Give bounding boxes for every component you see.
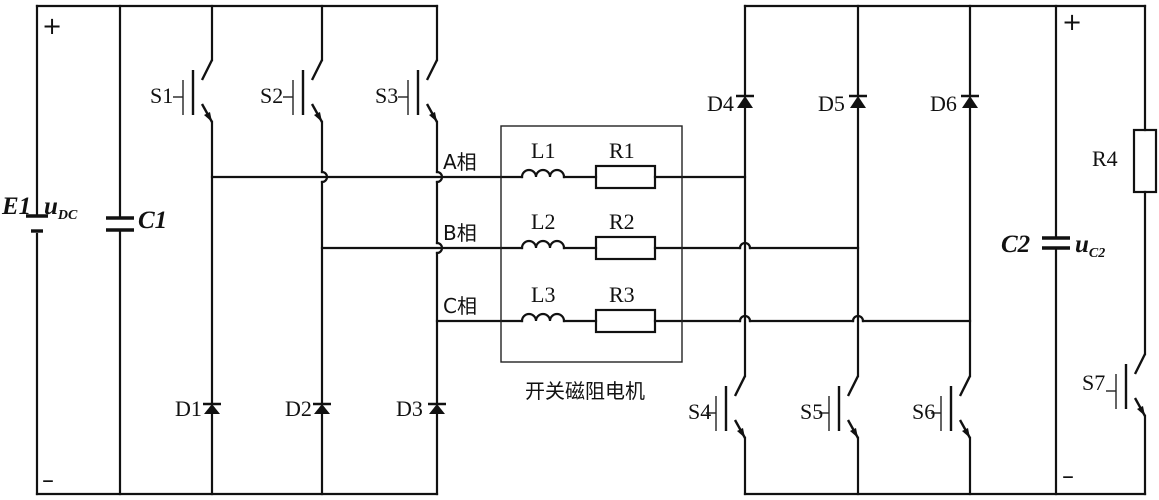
inductor-l3-label: L3 bbox=[531, 282, 555, 307]
output-voltage: uC2 bbox=[1075, 231, 1105, 261]
switch-s3-label: S3 bbox=[375, 83, 398, 108]
capacitor-c1 bbox=[106, 4, 134, 496]
resistor-r4 bbox=[1132, 128, 1158, 194]
phase-a-line bbox=[210, 164, 747, 190]
switch-s1-label: S1 bbox=[150, 83, 173, 108]
capacitor-c2-label: C2 bbox=[1001, 231, 1030, 258]
resistor-r1-label: R1 bbox=[609, 138, 635, 163]
capacitor-c1-label: C1 bbox=[138, 207, 167, 234]
source-voltage: uDC bbox=[44, 193, 78, 223]
phase-c-line bbox=[435, 308, 972, 334]
diode-d4-label: D4 bbox=[707, 91, 734, 116]
load-branch bbox=[1106, 4, 1158, 496]
output-plus-sign: + bbox=[1062, 8, 1082, 36]
phase-b-line bbox=[320, 235, 860, 261]
switch-s6-label: S6 bbox=[912, 399, 935, 424]
motor-label: 开关磁阻电机 bbox=[525, 379, 645, 403]
diode-d6-label: D6 bbox=[930, 91, 957, 116]
source-name: E1 bbox=[1, 193, 31, 220]
diode-d3-label: D3 bbox=[396, 396, 423, 421]
leg-4 bbox=[706, 4, 754, 496]
resistor-r4-label: R4 bbox=[1092, 146, 1118, 171]
diode-d2-label: D2 bbox=[285, 396, 312, 421]
phase-c-label: C相 bbox=[443, 294, 477, 318]
source-minus-sign: – bbox=[42, 466, 54, 494]
labels: + – E1 uDC C1 S1 S2 S3 D1 D2 D3 A相 B相 C相… bbox=[1, 8, 1118, 494]
leg-5 bbox=[819, 4, 867, 496]
dc-source-e1 bbox=[26, 4, 48, 496]
left-converter bbox=[26, 4, 446, 496]
leg-6 bbox=[931, 4, 979, 496]
right-converter bbox=[706, 4, 1158, 496]
source-plus-sign: + bbox=[42, 12, 62, 40]
capacitor-c2 bbox=[1042, 4, 1070, 496]
switch-s7-label: S7 bbox=[1082, 370, 1105, 395]
phase-b-label: B相 bbox=[443, 221, 477, 245]
motor-windings bbox=[210, 125, 972, 363]
switch-s5-label: S5 bbox=[800, 399, 823, 424]
switch-s2-label: S2 bbox=[260, 83, 283, 108]
leg-3 bbox=[398, 4, 446, 496]
output-minus-sign: – bbox=[1062, 462, 1074, 490]
phase-a-label: A相 bbox=[443, 150, 477, 174]
inductor-l1-label: L1 bbox=[531, 138, 555, 163]
resistor-r3-label: R3 bbox=[609, 282, 635, 307]
motor-box bbox=[500, 125, 683, 363]
leg-2 bbox=[283, 4, 331, 496]
leg-1 bbox=[173, 4, 221, 496]
switch-s4-label: S4 bbox=[688, 399, 711, 424]
diode-d5-label: D5 bbox=[818, 91, 845, 116]
diode-d1-label: D1 bbox=[175, 396, 202, 421]
inductor-l2-label: L2 bbox=[531, 209, 555, 234]
resistor-r2-label: R2 bbox=[609, 209, 635, 234]
